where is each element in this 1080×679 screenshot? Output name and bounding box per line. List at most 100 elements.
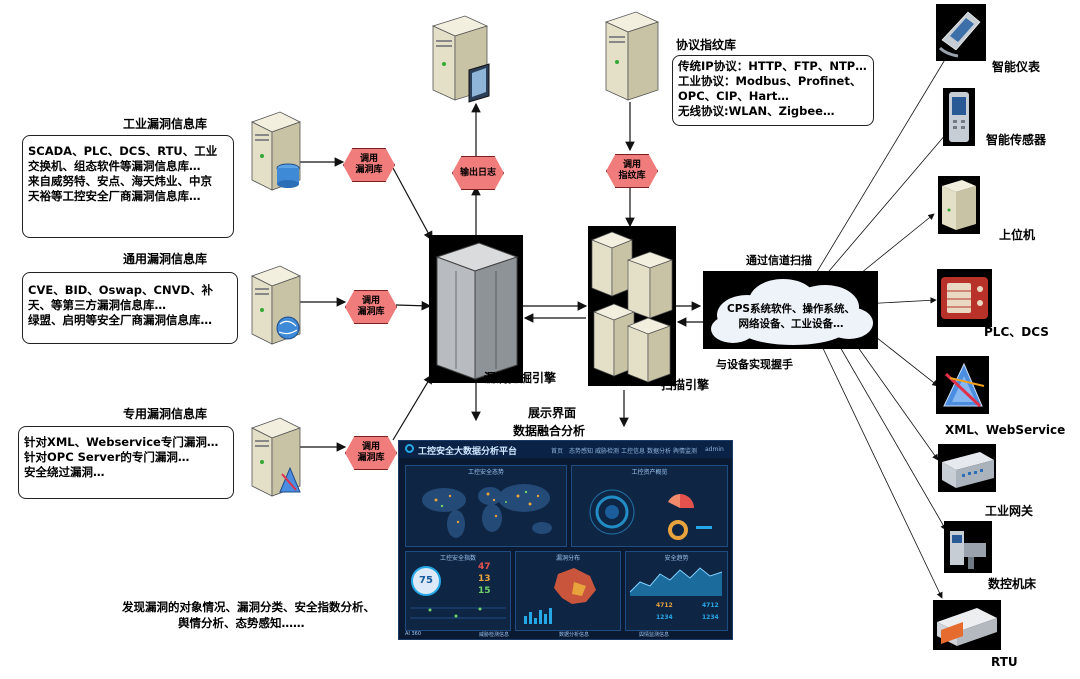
call-vuln-lib-hex-3: 调用 漏洞库 [345,436,397,470]
industrial-lib-title: 工业漏洞信息库 [123,117,208,131]
general-lib-title: 通用漏洞信息库 [123,252,208,266]
industrial-lib-line: 来自威努特、安点、海天炜业、中京 [28,174,212,188]
panel-title: 漏洞分布 [555,555,580,562]
ticker-item: 威胁检测信息 [479,632,510,638]
china-map-icon [524,568,596,624]
protocol-lib-line: 工业协议：Modbus、Profinet、 [678,74,862,88]
general-lib-line: 绿盟、启明等安全厂商漏洞信息库… [28,313,212,327]
industrial-gateway-device [938,444,996,492]
rtu-icon [937,608,997,646]
dashboard-tab[interactable]: 工控信息 [621,448,646,455]
industrial-gateway-icon [942,452,994,488]
dashboard-tab[interactable]: 态势感知 [569,448,594,455]
device-label: 数控机床 [988,577,1037,591]
dashboard-tab[interactable]: 首页 [551,448,564,455]
mining-engine-server [429,235,523,383]
protocol-lib-line: OPC、CIP、Hart… [678,89,789,103]
special-lib-line: 针对OPC Server的专门漏洞… [24,450,190,464]
dashboard-user[interactable]: admin [705,446,724,453]
asset-charts-icon [589,489,712,540]
metric-number: 1234 [656,614,673,621]
mining-engine-label: 漏洞挖掘引擎 [484,371,557,385]
ticker-item: 数据分析信息 [559,632,590,638]
findings-line-2: 舆情分析、态势感知…… [178,616,305,630]
call-fingerprint-lib-hex: 调用 指纹库 [606,154,658,188]
special-lib-line: 针对XML、Webservice专门漏洞… [24,435,219,449]
protocol-lib-line: 传统IP协议：HTTP、FTP、NTP… [678,59,867,73]
handshake-label: 与设备实现握手 [716,358,793,371]
industrial-db-server-icon [250,111,302,191]
industrial-lib-line: SCADA、PLC、DCS、RTU、工业 [28,144,218,158]
general-lib-box: CVE、BID、Oswap、CNVD、补 天、等第三方漏洞信息库… 绿盟、启明等… [22,272,238,344]
special-db-server-icon [250,417,302,497]
area-chart-icon [629,567,723,596]
smart-meter-device [936,4,986,61]
special-lib-line: 安全绕过漏洞… [24,465,105,479]
log-server-icon [431,15,490,103]
cloud-icon [711,279,873,345]
plc-dcs-device [937,269,992,327]
dashboard-vuln-dist-panel: 漏洞分布 [515,551,621,631]
rtu-device [933,600,1001,650]
dashboard-tab[interactable]: 数据分析 [647,448,672,455]
device-label: 工业网关 [985,504,1034,518]
index-value: 75 [419,575,433,586]
scan-engine-label: 扫描引擎 [661,378,710,392]
mainframe-server-icon [435,242,519,380]
device-label: RTU [991,655,1018,669]
plc-dcs-icon [941,277,988,319]
smart-sensor-icon [949,92,969,142]
metric-number: 4712 [702,602,719,609]
channel-scan-label: 通过信道扫描 [746,254,812,267]
device-label: PLC、DCS [984,325,1049,339]
world-map-icon [422,484,552,538]
industrial-lib-line: 天裕等工控安全厂商漏洞信息库… [28,189,201,203]
panel-title: 工控安全指数 [439,555,476,562]
industrial-lib-line: 交换机、组态软件等漏洞信息库… [28,159,201,173]
metric-number: 4712 [656,602,673,609]
panel-title: 工控安全态势 [467,469,504,476]
host-computer-icon [942,180,976,230]
protocol-lib-title: 协议指纹库 [676,38,737,52]
host-computer-device [938,176,980,234]
panel-title: 安全趋势 [664,555,689,562]
general-db-server-icon [250,265,302,345]
xml-webservice-device [936,356,989,414]
device-label: 上位机 [999,228,1036,242]
dashboard-title: 工控安全大数据分析平台 [418,447,518,457]
dashboard-asset-panel: 工控资产概览 [571,465,728,547]
data-fusion-label: 数据融合分析 [513,424,586,438]
protocol-server-icon [604,11,660,101]
dashboard-tab[interactable]: 威胁检测 [595,448,620,455]
dashboard-trend-panel: 安全趋势 4712 4712 1234 1234 [625,551,728,631]
device-label: 智能仪表 [992,60,1041,74]
index-gauge: 75 [411,566,441,596]
protocol-lib-line: 无线协议:WLAN、Zigbee… [678,104,835,118]
cps-cloud: CPS系统软件、操作系统、 网络设备、工业设备… [703,271,878,349]
findings-line-1: 发现漏洞的对象情况、漏洞分类、安全指数分析、 [122,600,375,614]
special-lib-title: 专用漏洞信息库 [123,407,208,421]
panel-title: 工控资产概览 [631,469,668,476]
xml-webservice-icon [943,362,985,408]
general-lib-line: CVE、BID、Oswap、CNVD、补 [28,283,214,297]
call-vuln-lib-hex-1: 调用 漏洞库 [343,148,395,182]
dashboard-screenshot: 工控安全大数据分析平台 首页 态势感知 威胁检测 工控信息 数据分析 舆情监测 … [398,440,733,640]
scan-engine-server [588,226,676,386]
dashboard-header: 工控安全大数据分析平台 首页 态势感知 威胁检测 工控信息 数据分析 舆情监测 … [399,441,732,458]
protocol-lib-box: 传统IP协议：HTTP、FTP、NTP… 工业协议：Modbus、Profine… [672,55,874,126]
dashboard-tab[interactable]: 舆情监测 [673,448,698,455]
cnc-machine-icon [950,531,986,569]
device-label: XML、WebService [945,423,1066,437]
industrial-lib-box: SCADA、PLC、DCS、RTU、工业 交换机、组态软件等漏洞信息库… 来自威… [22,135,234,238]
stat-value: 15 [478,586,491,596]
cloud-text: CPS系统软件、操作系统、 网络设备、工业设备… [727,303,855,330]
device-label: 智能传感器 [986,133,1047,147]
smart-sensor-device [943,88,975,146]
display-ui-label: 展示界面 [528,406,577,420]
smart-meter-icon [938,11,981,58]
special-lib-box: 针对XML、Webservice专门漏洞… 针对OPC Server的专门漏洞…… [18,426,234,499]
call-vuln-lib-hex-2: 调用 漏洞库 [345,290,397,324]
metric-number: 1234 [702,614,719,621]
general-lib-line: 天、等第三方漏洞信息库… [28,298,166,312]
